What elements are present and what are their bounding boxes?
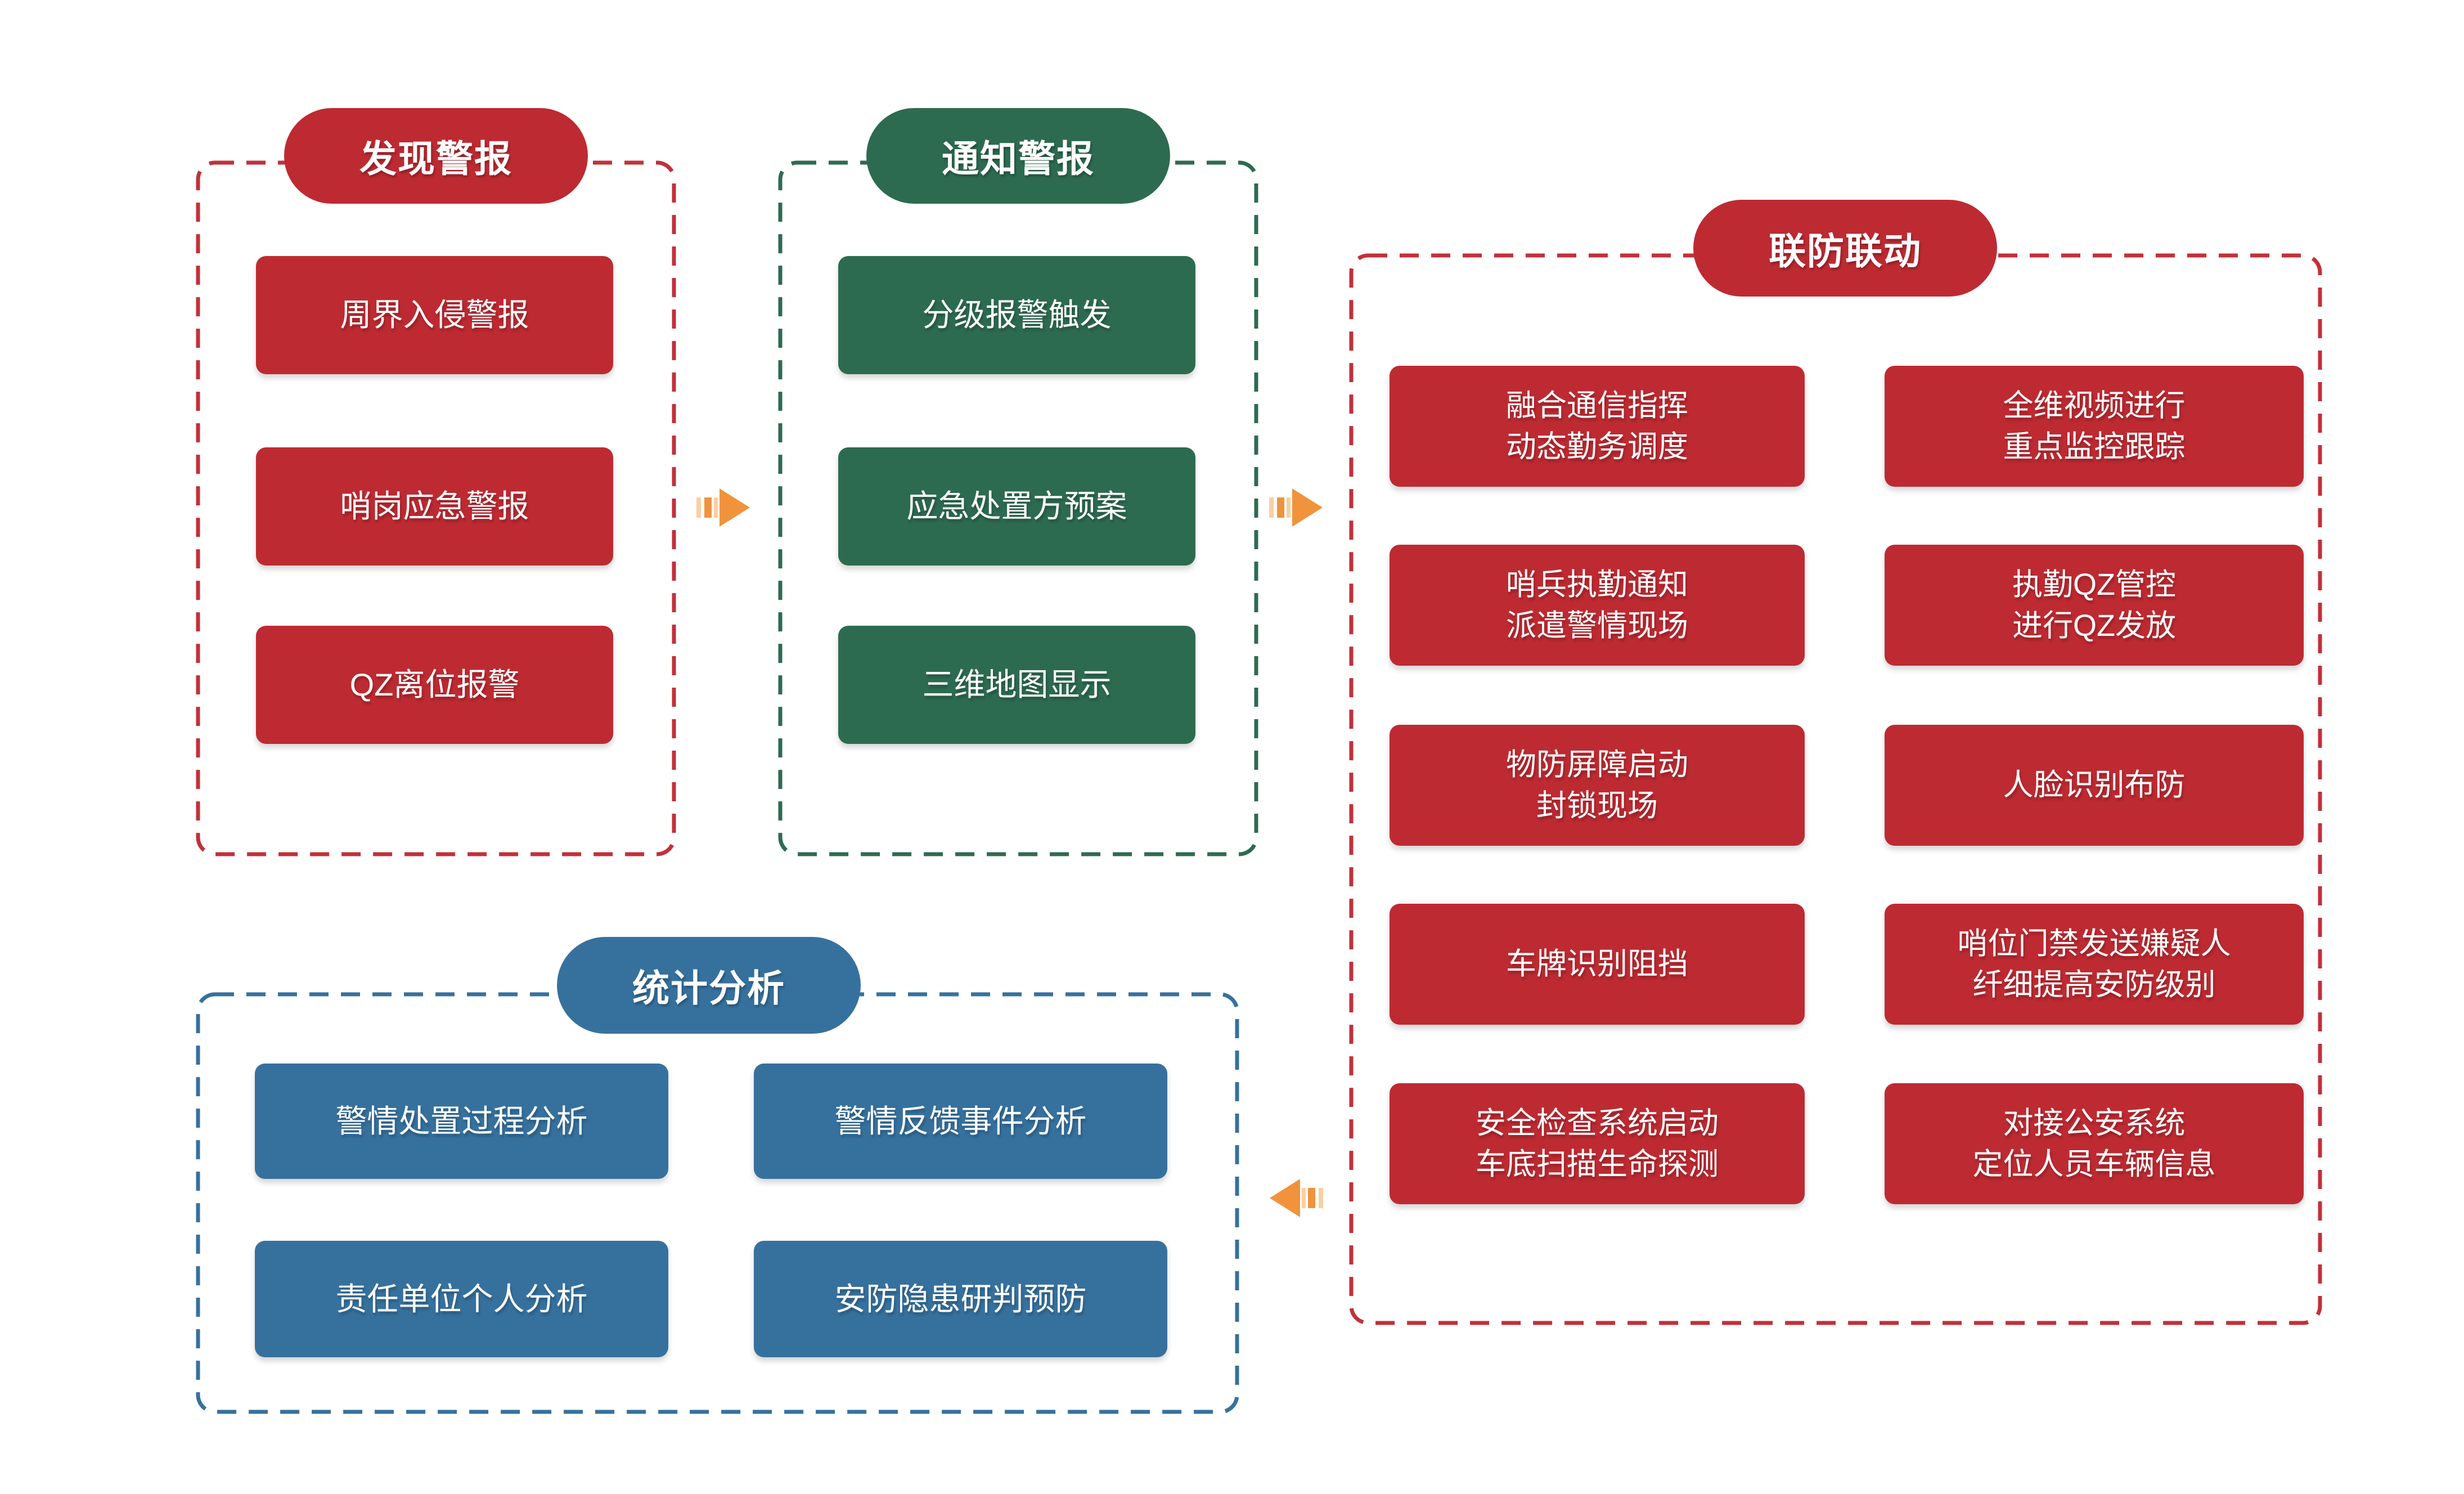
node-sentry-emergency-alarm: 哨岗应急警报	[256, 447, 613, 566]
node-disposal-process-analysis: 警情处置过程分析	[255, 1064, 668, 1179]
stats-section-title: 统计分析	[632, 967, 785, 1009]
arrow-right-icon	[1269, 488, 1323, 527]
node-perimeter-intrusion-alarm: 周界入侵警报	[256, 256, 613, 374]
stats-section-pill: 统计分析	[557, 937, 861, 1034]
node-qz-offposition-alarm: QZ离位报警	[256, 626, 613, 744]
node-physical-barrier-lockdown: 物防屏障启动 封锁现场	[1390, 725, 1805, 846]
joint-section-title: 联防联动	[1769, 230, 1922, 272]
node-sentry-duty-notify: 哨兵执勤通知 派遣警情现场	[1390, 545, 1805, 666]
node-police-system-link: 对接公安系统 定位人员车辆信息	[1885, 1083, 2304, 1204]
node-feedback-event-analysis: 警情反馈事件分析	[754, 1064, 1167, 1179]
node-security-check-scan: 安全检查系统启动 车底扫描生命探测	[1390, 1083, 1805, 1204]
node-graded-alarm-trigger: 分级报警触发	[838, 256, 1195, 374]
node-risk-prejudge-prevent: 安防隐患研判预防	[754, 1241, 1167, 1357]
notify-section-title: 通知警报	[942, 138, 1095, 180]
node-unit-person-analysis: 责任单位个人分析	[255, 1241, 668, 1357]
arrow-left-icon	[1270, 1179, 1323, 1217]
node-emergency-plan: 应急处置方预案	[838, 447, 1195, 566]
node-duty-qz-control: 执勤QZ管控 进行QZ发放	[1885, 545, 2304, 666]
discover-section-pill: 发现警报	[284, 108, 588, 204]
arrow-right-icon	[696, 488, 750, 527]
node-plate-recognition-block: 车牌识别阻挡	[1390, 904, 1805, 1025]
node-omni-video-tracking: 全维视频进行 重点监控跟踪	[1885, 366, 2304, 487]
notify-section-pill: 通知警报	[866, 108, 1170, 204]
node-fused-comm-dispatch: 融合通信指挥 动态勤务调度	[1390, 366, 1805, 487]
joint-section-pill: 联防联动	[1693, 200, 1997, 297]
node-3d-map-display: 三维地图显示	[838, 626, 1195, 744]
node-face-recognition-deploy: 人脸识别布防	[1885, 725, 2304, 846]
joint-section-frame	[1349, 253, 2322, 1325]
discover-section-title: 发现警报	[359, 138, 512, 180]
node-post-access-suspect-alert: 哨位门禁发送嫌疑人 纤细提高安防级别	[1885, 904, 2304, 1025]
